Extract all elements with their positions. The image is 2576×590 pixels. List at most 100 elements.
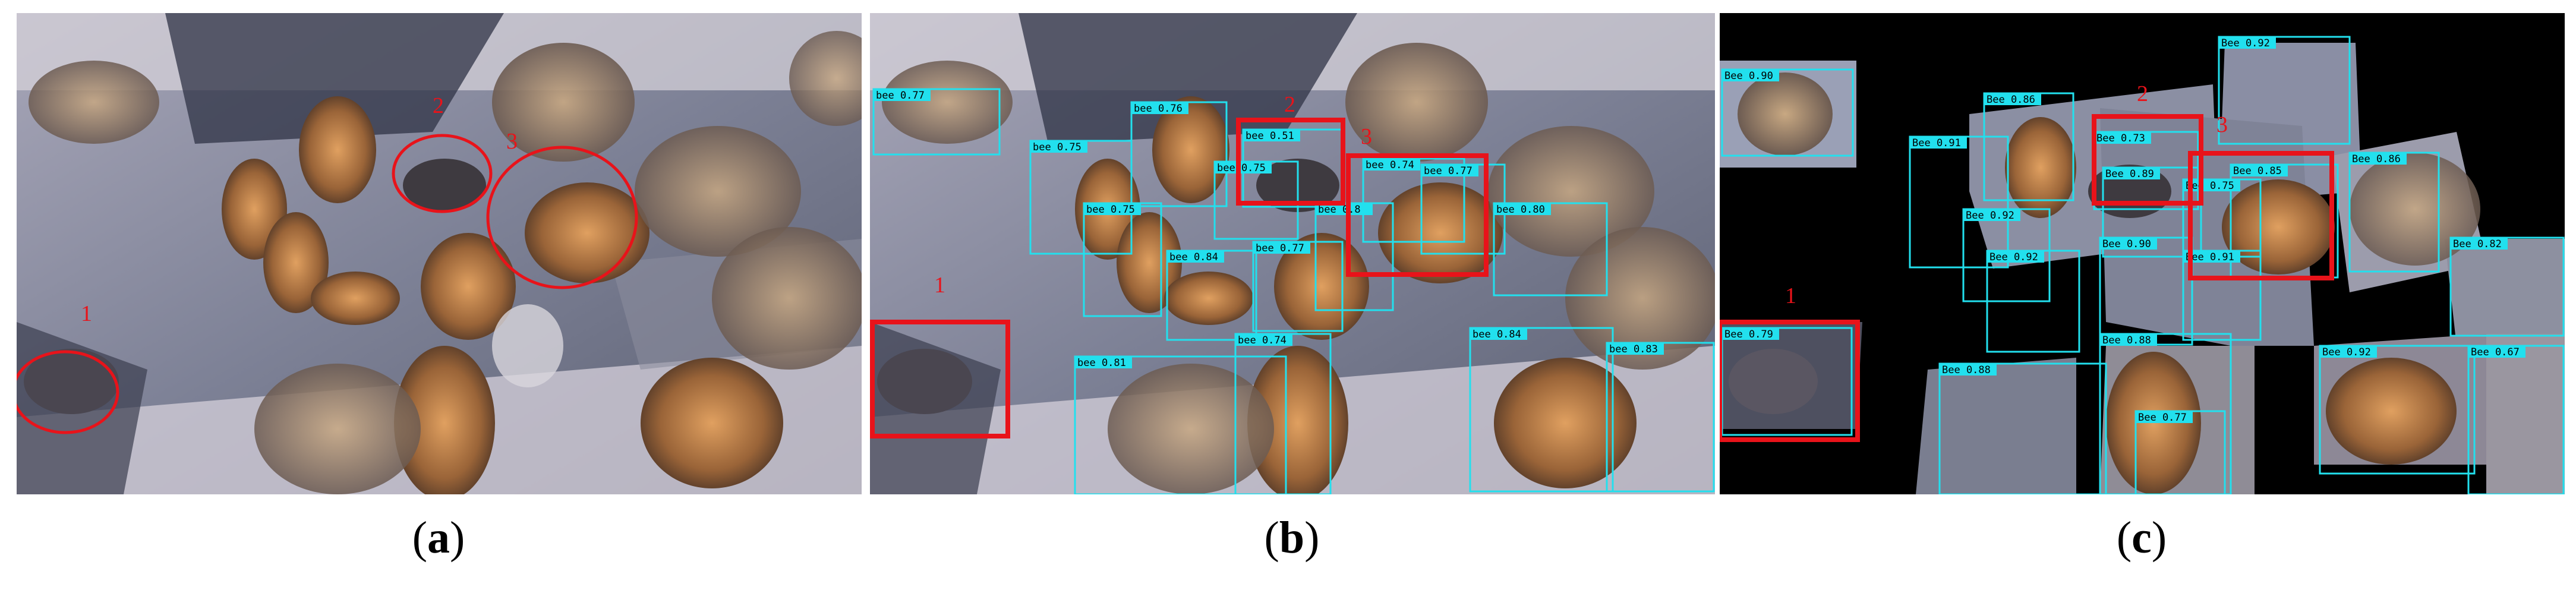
detection-label-bg	[2350, 153, 2407, 165]
bee-cluster	[877, 43, 1715, 494]
highlight-box-3	[2188, 151, 2334, 280]
detection-label: Bee 0.79	[1724, 329, 1773, 340]
panel-a-image: 1 2 3	[17, 13, 862, 494]
detection-label: Bee 0.92	[2221, 37, 2270, 49]
detection-label: Bee 0.75	[2186, 180, 2234, 192]
detection-label: bee 0.84	[1473, 329, 1521, 340]
detection-label: Bee 0.92	[1966, 210, 2014, 222]
detection-box	[1074, 355, 1287, 494]
highlight-box-3	[1346, 153, 1489, 277]
detection-label-bg	[2103, 168, 2160, 179]
caption-a: (a)	[17, 512, 860, 563]
caption-a-open: (	[412, 513, 427, 563]
detection-label: Bee 0.77	[2138, 412, 2187, 424]
detection-label-bg	[1494, 203, 1551, 215]
detection-label: bee 0.75	[1033, 141, 1082, 153]
bee-cluster	[24, 31, 862, 494]
detection-label-bg	[1607, 343, 1664, 355]
marker-label-1: 1	[81, 301, 92, 326]
detection-label-bg	[1131, 102, 1188, 114]
marker-label-3: 3	[2216, 112, 2228, 137]
detection-label: Bee 0.73	[2096, 132, 2145, 144]
detection-label: Bee 0.89	[2105, 168, 2154, 180]
detection-label: bee 0.77	[1256, 242, 1304, 254]
masked-regions	[1720, 43, 2565, 494]
detection-box	[1721, 68, 1854, 157]
caption-c-letter: c	[2132, 513, 2152, 563]
detection-label: Bee 0.86	[2352, 153, 2401, 165]
detection-label: Bee 0.90	[1724, 70, 1773, 82]
detection-label-bg	[2136, 411, 2193, 423]
marker-label-2: 2	[1284, 92, 1295, 117]
detection-label: bee 0.81	[1077, 357, 1126, 369]
detection-label-bg	[1084, 203, 1141, 215]
detection-label-bg	[1030, 141, 1087, 153]
marker-label-2: 2	[2137, 81, 2148, 106]
detection-label-bg	[1987, 251, 2044, 263]
detection-label-bg	[1075, 356, 1132, 368]
detection-label: Bee 0.88	[1942, 364, 1991, 376]
detection-label: Bee 0.90	[2102, 238, 2151, 250]
detection-label-bg	[1167, 251, 1224, 263]
detection-label-bg	[2468, 346, 2525, 358]
detection-box	[2218, 36, 2351, 145]
marker-label-1: 1	[1785, 283, 1796, 308]
caption-c: (c)	[1720, 512, 2564, 563]
detection-label: bee 0.77	[1424, 165, 1473, 177]
caption-c-open: (	[2116, 513, 2132, 563]
detection-label-bg	[1235, 334, 1292, 346]
detection-label: bee 0.75	[1086, 204, 1135, 216]
detection-label: bee 0.74	[1366, 159, 1414, 171]
detection-label: bee 0.84	[1169, 251, 1218, 263]
detection-label-bg	[2183, 179, 2240, 191]
detection-label: Bee 0.67	[2471, 346, 2520, 358]
caption-a-close: )	[450, 513, 465, 563]
detection-label: bee 0.74	[1238, 335, 1287, 346]
detection-label-bg	[1984, 93, 2041, 105]
detection-label-bg	[1421, 165, 1478, 176]
caption-b-close: )	[1304, 513, 1320, 563]
caption-c-close: )	[2151, 513, 2167, 563]
highlight-box-2	[2092, 114, 2203, 206]
marker-circle-3	[486, 146, 638, 289]
detection-label: Bee 0.88	[2102, 335, 2151, 346]
detection-box	[872, 88, 1001, 156]
caption-a-letter: a	[427, 513, 450, 563]
detection-label-bg	[1215, 162, 1272, 173]
marker-circle-1	[17, 350, 119, 434]
detection-label-bg	[2094, 132, 2151, 144]
detection-label: bee 0.77	[876, 90, 925, 102]
highlight-box-1	[1720, 320, 1860, 442]
marker-label-1: 1	[934, 273, 945, 298]
detection-label-bg	[1722, 328, 1779, 340]
detection-label: Bee 0.86	[1987, 94, 2035, 106]
detection-label: Bee 0.85	[2233, 165, 2282, 177]
detection-label: bee 0.83	[1609, 343, 1658, 355]
caption-b-open: (	[1264, 513, 1279, 563]
detection-label-bg	[874, 89, 931, 101]
detection-label: Bee 0.92	[2322, 346, 2371, 358]
detection-label: bee 0.75	[1217, 162, 1266, 174]
detection-label-bg	[1363, 159, 1420, 171]
detection-label-bg	[1963, 209, 2020, 221]
marker-circle-2	[392, 134, 493, 213]
detection-label-bg	[1722, 70, 1779, 81]
detection-label: Bee 0.91	[2186, 251, 2234, 263]
detection-box	[2319, 345, 2476, 475]
marker-label-2: 2	[433, 93, 444, 118]
detection-label: Bee 0.92	[1989, 251, 2038, 263]
panel-a-photo: 1 2 3	[17, 13, 862, 494]
detection-box	[1469, 327, 1614, 493]
detection-label: bee 0.80	[1496, 204, 1545, 216]
detection-label: bee 0.51	[1246, 130, 1294, 142]
caption-b: (b)	[870, 512, 1714, 563]
marker-label-3: 3	[1361, 124, 1372, 149]
detection-box	[1938, 362, 2107, 494]
detection-label-bg	[2183, 251, 2240, 263]
